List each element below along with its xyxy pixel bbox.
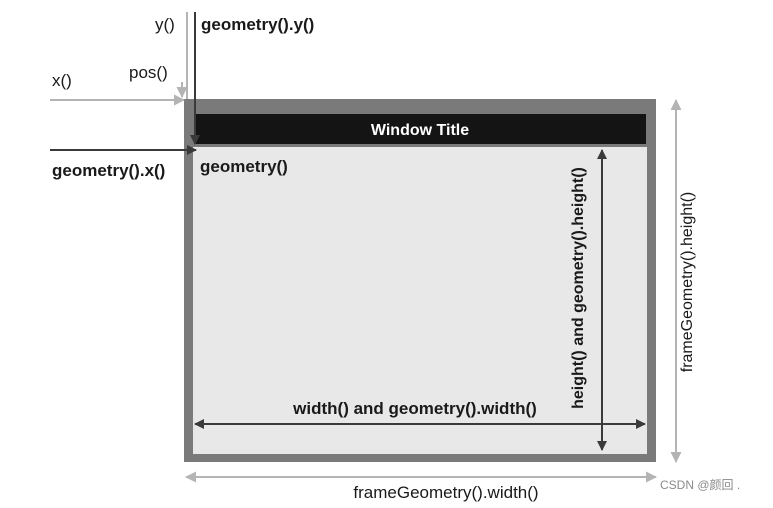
y-label: y() — [155, 15, 175, 34]
frame-width-label: frameGeometry().width() — [353, 483, 538, 502]
window-title: Window Title — [371, 122, 469, 139]
client-area — [193, 147, 647, 454]
geometry-label: geometry() — [200, 157, 288, 176]
geometry-y-label: geometry().y() — [201, 15, 314, 34]
pos-label: pos() — [129, 63, 168, 82]
watermark: CSDN @颜回 . — [660, 478, 741, 492]
geometry-x-label: geometry().x() — [52, 161, 165, 180]
x-label: x() — [52, 71, 72, 90]
height-label: height() and geometry().height() — [570, 167, 587, 409]
frame-height-label: frameGeometry().height() — [679, 192, 696, 373]
title-bar — [196, 114, 646, 144]
width-label: width() and geometry().width() — [292, 399, 537, 418]
